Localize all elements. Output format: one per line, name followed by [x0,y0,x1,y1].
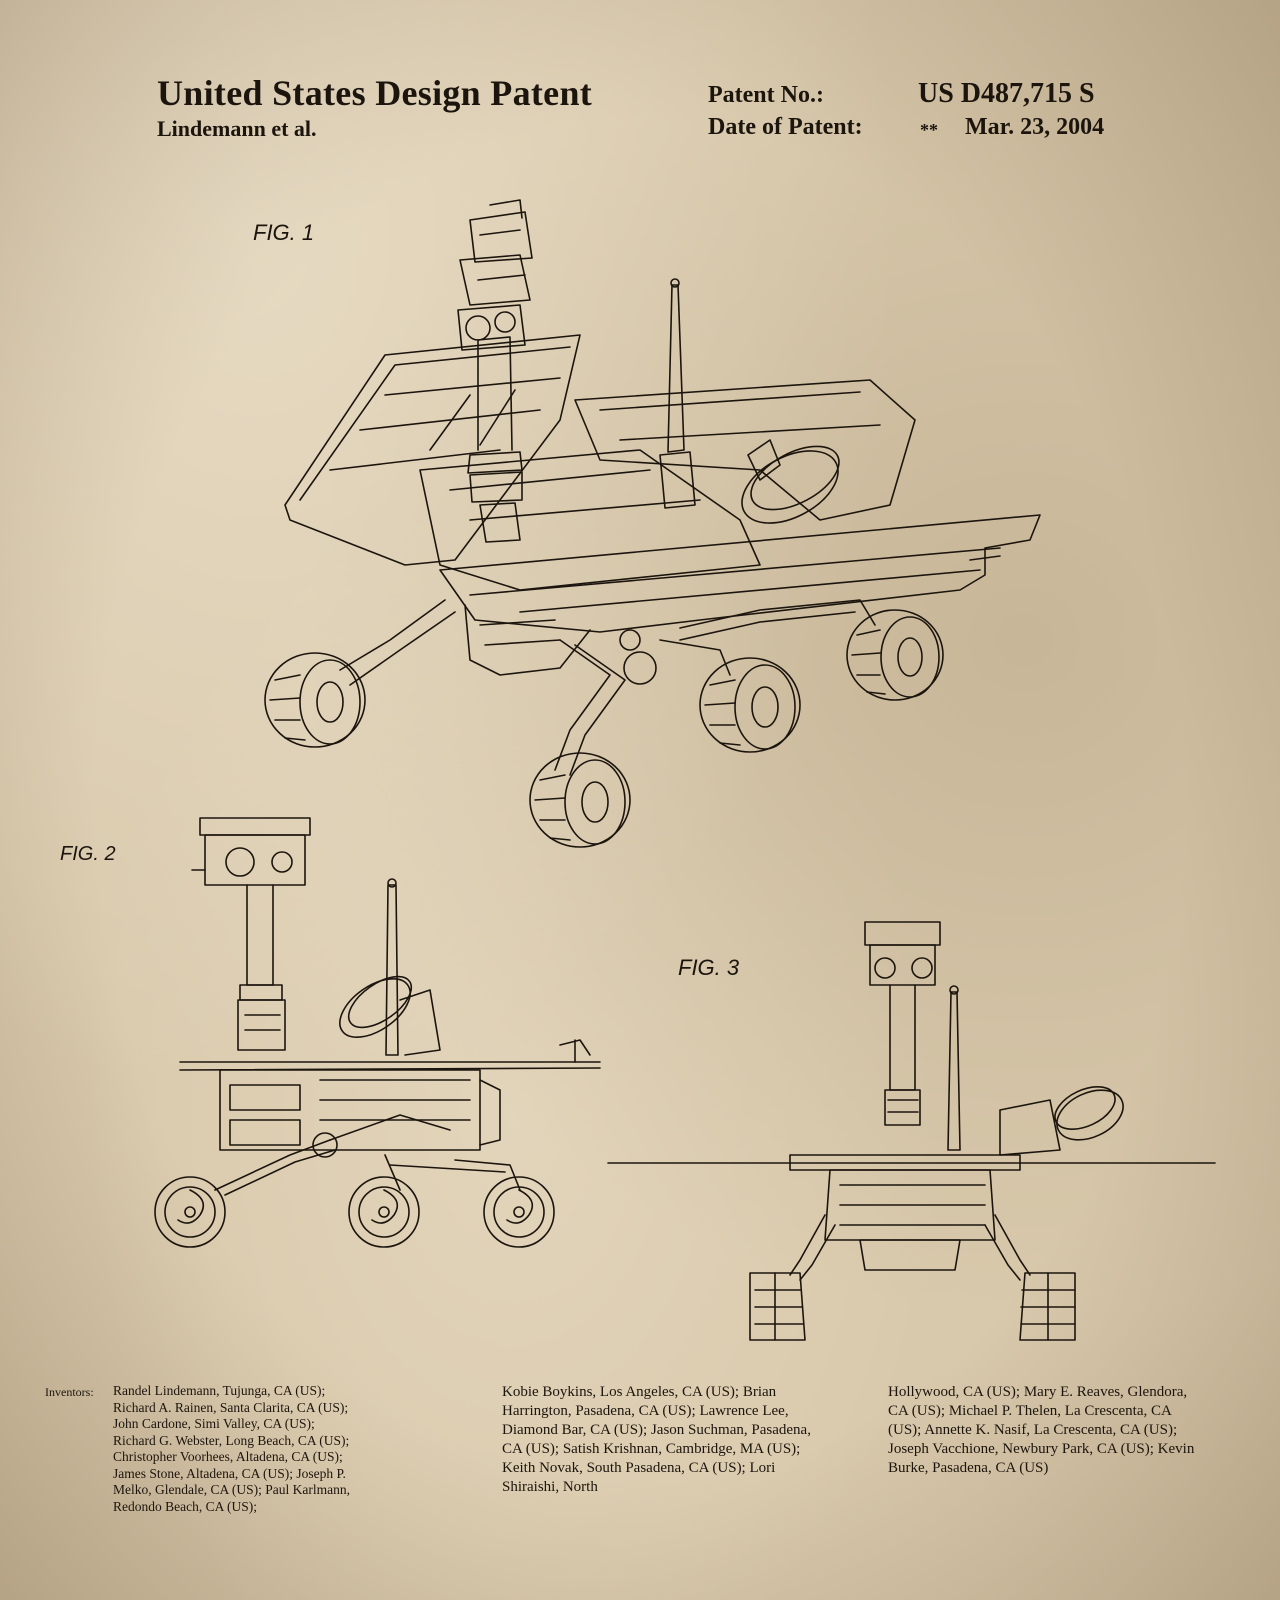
fig1-wheel-rear-mid [529,752,631,848]
patent-assignee: Lindemann et al. [157,116,317,141]
fig2-wheel-left [154,1176,226,1248]
inventors-column-1: Randel Lindemann, Tujunga, CA (US); Rich… [113,1383,350,1514]
fig3-rover-drawing [607,921,1216,1341]
inventors-column-2: Kobie Boykins, Los Angeles, CA (US); Bri… [502,1384,811,1495]
fig1-wheel-rear-right [846,609,944,701]
figure-1-label: FIG. 1 [253,220,315,245]
date-of-patent-label: Date of Patent: [708,114,863,140]
date-of-patent: Mar. 23, 2004 [965,114,1105,140]
fig2-wheel-right [483,1176,555,1248]
patent-number: US D487,715 S [918,78,1095,109]
figure-2-label: FIG. 2 [60,843,116,865]
fig1-wheel-front-left [264,652,366,748]
fig2-wheel-mid [348,1176,420,1248]
fig1-wheel-front-right [699,657,801,753]
patent-title: United States Design Patent [157,73,593,113]
fig2-rover-drawing [154,817,601,1248]
figure-3-label: FIG. 3 [678,955,740,980]
date-mark: ** [920,120,938,140]
fig3-wheel-left [749,1272,806,1341]
fig3-wheel-right [1019,1272,1076,1341]
patent-number-label: Patent No.: [708,82,824,108]
fig1-rover-drawing [264,199,1041,848]
inventors-label: Inventors: [45,1385,94,1399]
inventors-column-3: Hollywood, CA (US); Mary E. Reaves, Glen… [888,1384,1195,1476]
